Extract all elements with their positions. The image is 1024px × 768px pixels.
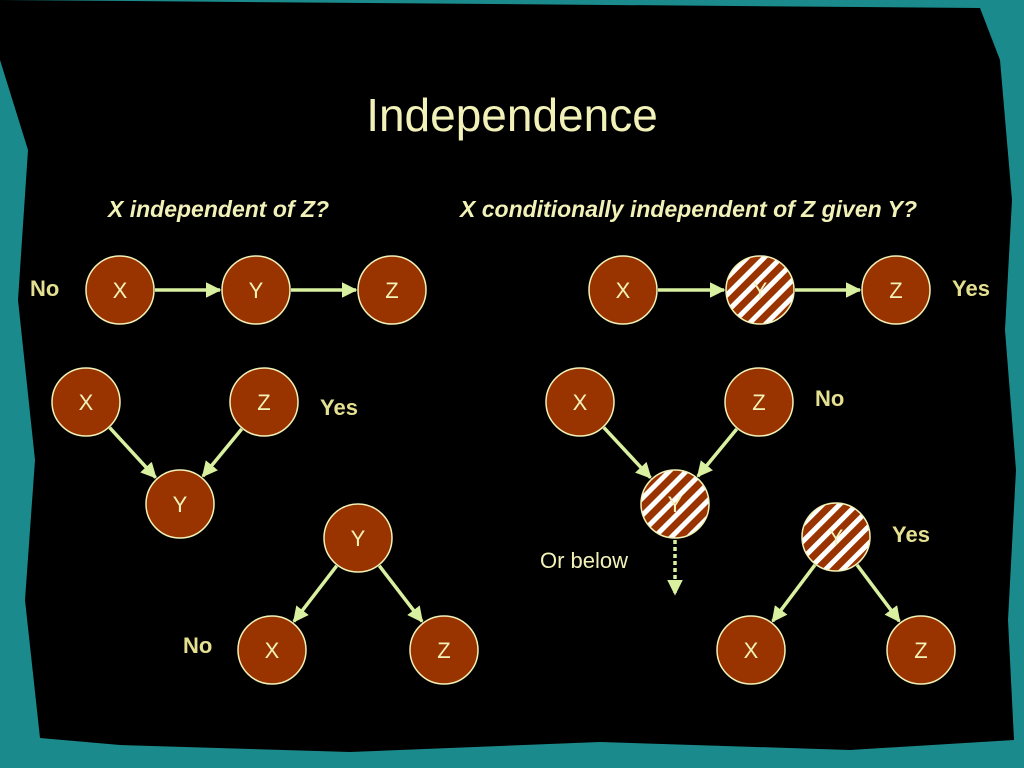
node-circle [409, 615, 479, 685]
answer-chain-conditional: Yes [952, 276, 990, 301]
node-label: Y [668, 492, 683, 517]
node-label: X [265, 638, 280, 663]
edge-collider-left-z-to-collider-left-y [201, 427, 244, 478]
node-label: Y [829, 525, 844, 550]
nodes: X Y Z X Z Y Y X Z X Y Z X Z Y Y X Z [51, 255, 956, 685]
node-label: Z [257, 390, 270, 415]
node-circle [85, 255, 155, 325]
node-collider-right-z: Z [724, 367, 794, 437]
edge-fork-left-y-to-fork-left-z [377, 564, 424, 623]
node-circle [357, 255, 427, 325]
slide-title: Independence [366, 89, 658, 141]
node-circle [323, 503, 393, 573]
node-circle [725, 255, 795, 325]
node-circle [51, 367, 121, 437]
node-collider-left-y: Y [145, 469, 215, 539]
node-label: Y [173, 492, 188, 517]
edge-collider-left-x-to-collider-left-y [108, 426, 157, 479]
node-circle [588, 255, 658, 325]
node-label: X [79, 390, 94, 415]
edges [108, 282, 901, 623]
node-chain-left-x: X [85, 255, 155, 325]
answer-chain-independent: No [30, 276, 60, 301]
answer-fork-independent: No [183, 633, 213, 658]
node-circle [640, 469, 710, 539]
answer-collider-independent: Yes [320, 395, 358, 420]
black-panel [0, 0, 1016, 752]
node-label: Y [249, 278, 264, 303]
node-label: X [616, 278, 631, 303]
node-collider-right-x: X [545, 367, 615, 437]
node-fork-right-x: X [716, 615, 786, 685]
answer-fork-conditional: Yes [892, 522, 930, 547]
node-fork-right-y: Y [801, 502, 871, 572]
right-heading: X conditionally independent of Z given Y… [460, 196, 918, 222]
node-label: Y [753, 278, 768, 303]
left-heading: X independent of Z? [108, 196, 330, 222]
node-fork-right-z: Z [886, 615, 956, 685]
node-circle [716, 615, 786, 685]
node-circle [861, 255, 931, 325]
node-circle [545, 367, 615, 437]
node-chain-left-z: Z [357, 255, 427, 325]
node-circle [229, 367, 299, 437]
node-label: Y [351, 526, 366, 551]
edge-fork-left-y-to-fork-left-x [292, 564, 339, 623]
node-fork-left-x: X [237, 615, 307, 685]
node-circle [237, 615, 307, 685]
node-circle [801, 502, 871, 572]
node-label: X [573, 390, 588, 415]
node-fork-left-z: Z [409, 615, 479, 685]
node-label: X [113, 278, 128, 303]
node-collider-left-z: Z [229, 367, 299, 437]
node-label: Z [752, 390, 765, 415]
node-fork-left-y: Y [323, 503, 393, 573]
answer-collider-conditional: No [815, 386, 845, 411]
node-label: Z [385, 278, 398, 303]
edge-fork-right-y-to-fork-right-z [855, 563, 901, 623]
edge-collider-right-z-to-collider-right-y [696, 427, 739, 478]
node-circle [145, 469, 215, 539]
node-collider-right-y: Y [640, 469, 710, 539]
node-label: Z [889, 278, 902, 303]
node-chain-right-y: Y [725, 255, 795, 325]
node-chain-left-y: Y [221, 255, 291, 325]
collider-note: Or below [540, 548, 629, 573]
edge-fork-right-y-to-fork-right-x [771, 563, 817, 623]
node-label: Z [437, 638, 450, 663]
edge-collider-right-x-to-collider-right-y [602, 426, 652, 479]
node-chain-right-x: X [588, 255, 658, 325]
node-label: X [744, 638, 759, 663]
node-circle [221, 255, 291, 325]
node-label: Z [914, 638, 927, 663]
node-circle [724, 367, 794, 437]
node-collider-left-x: X [51, 367, 121, 437]
node-circle [886, 615, 956, 685]
node-chain-right-z: Z [861, 255, 931, 325]
